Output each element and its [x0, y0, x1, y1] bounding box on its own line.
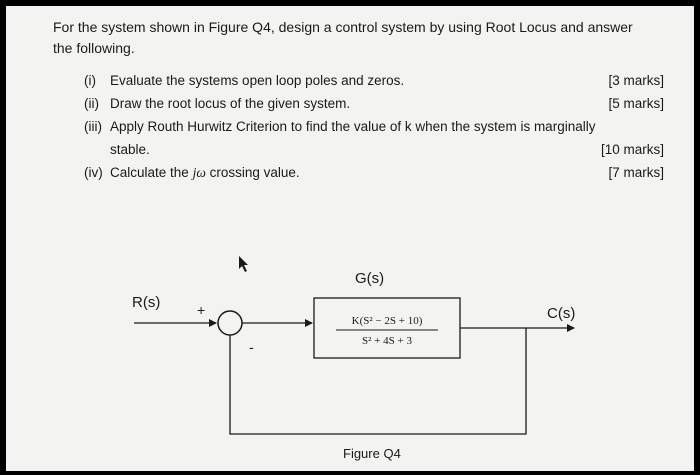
question-text: Calculate the jω crossing value. — [110, 161, 300, 184]
feedback-path-line — [229, 328, 527, 435]
question-marks: [3 marks] — [608, 73, 664, 88]
block-diagram: G(s) R(s) C(s) + - K(S² − 2S + 10) S² + … — [132, 256, 575, 461]
tf-denominator: S² + 4S + 3 — [362, 335, 412, 347]
question-row-continued: stable. [10 marks] — [84, 138, 664, 161]
question-text-after: crossing value. — [205, 165, 300, 180]
output-label: C(s) — [547, 305, 575, 322]
intro-text: For the system shown in Figure Q4, desig… — [53, 19, 633, 56]
plus-sign: + — [197, 302, 205, 318]
minus-sign: - — [249, 339, 254, 355]
block-label: G(s) — [355, 270, 384, 287]
figure-caption: Figure Q4 — [343, 446, 401, 461]
question-row: (ii) Draw the root locus of the given sy… — [84, 92, 664, 115]
mouse-cursor-icon — [239, 256, 248, 272]
transfer-function-block — [313, 297, 461, 359]
question-number: (i) — [84, 73, 96, 88]
tf-numerator: K(S² − 2S + 10) — [352, 315, 423, 327]
question-page: For the system shown in Figure Q4, desig… — [6, 6, 694, 471]
question-row: (i) Evaluate the systems open loop poles… — [84, 69, 664, 92]
summing-junction — [217, 310, 243, 336]
question-text: Draw the root locus of the given system. — [110, 96, 351, 111]
question-text: stable. — [110, 142, 150, 157]
question-text: Evaluate the systems open loop poles and… — [110, 73, 405, 88]
question-number: (iv) — [84, 165, 103, 180]
j-omega-symbol: jω — [192, 165, 206, 180]
question-text-before: Calculate the — [110, 165, 193, 180]
question-marks: [10 marks] — [600, 142, 664, 157]
question-row: (iv) Calculate the jω crossing value. [7… — [84, 161, 664, 184]
question-text: Apply Routh Hurwitz Criterion to find th… — [110, 119, 596, 134]
question-marks: [5 marks] — [608, 96, 664, 111]
question-number: (ii) — [84, 96, 99, 111]
question-list: (i) Evaluate the systems open loop poles… — [84, 69, 664, 184]
question-marks: [7 marks] — [608, 165, 664, 180]
question-number: (iii) — [84, 119, 102, 134]
question-row: (iii) Apply Routh Hurwitz Criterion to f… — [84, 115, 664, 138]
input-label: R(s) — [132, 294, 160, 311]
